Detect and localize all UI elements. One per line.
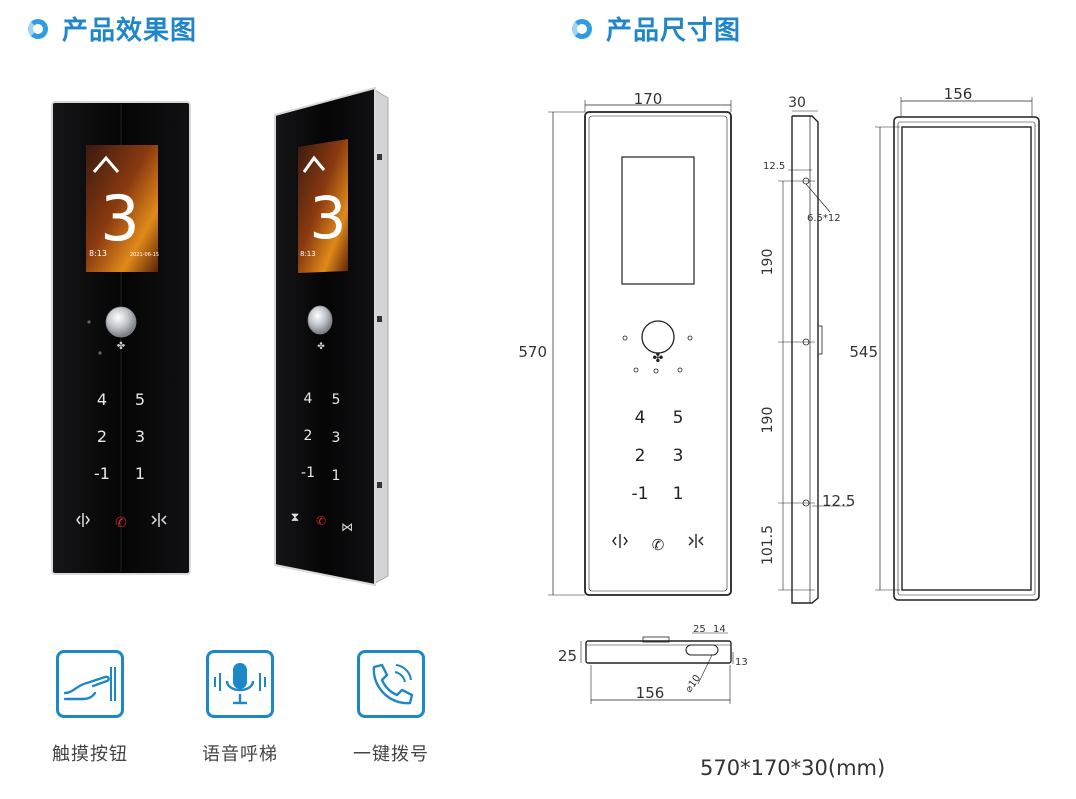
angled-call-knob-button[interactable] [307,305,333,335]
dim-back-width: 156 [944,85,973,103]
dimension-front-view [548,100,732,596]
call-knob-button[interactable] [105,306,137,338]
dim-side-upper-span: 190 [760,249,776,276]
dim-side-top-offset: 12.5 [763,161,785,172]
dim-side-bottom-span: 101.5 [760,525,776,565]
dim-back-height: 545 [849,343,878,361]
dimension-side-view [778,110,850,604]
voice-mic-icon [206,650,274,718]
door-open-icon[interactable] [76,513,90,527]
phone-call-icon[interactable]: ✆ [316,514,326,528]
front-panel-render: 3 8:13 2021-06-15 ✤ 4 5 2 3 -1 1 ✆ [51,101,191,575]
drawing-keypad-key: -1 [632,484,649,504]
feature-touch-button: 触摸按钮 [35,650,145,766]
feature-caption: 语音呼梯 [202,744,278,765]
keypad-key[interactable]: 3 [332,430,341,446]
dim-side-lower-span: 190 [760,407,776,434]
dim-side-depth: 30 [788,95,806,111]
feature-caption: 触摸按钮 [52,744,128,765]
keypad-key[interactable]: 4 [97,390,107,409]
feature-one-key-dial: 一键拨号 [336,650,446,766]
front-screen-time: 8:13 [89,249,107,258]
dim-bottom-width: 156 [636,684,665,702]
ring-bullet-icon [28,18,48,39]
drawing-keypad-key: 3 [673,446,684,466]
dim-side-hole-note: 6.5*12 [807,213,841,224]
feature-caption: 一键拨号 [353,744,429,765]
drawing-door-open-icon [612,534,628,548]
up-arrow-icon [302,155,326,173]
dim-bottom-w1: 25 [693,624,706,635]
door-open-icon[interactable]: ⧗ [291,510,299,524]
overall-size-note: 570*170*30(mm) [700,756,886,780]
drawing-keypad-key: 1 [673,484,684,504]
keypad-key[interactable]: 1 [332,468,341,484]
keypad-key[interactable]: 2 [304,428,313,444]
dim-bottom-w2: 14 [713,624,726,635]
door-close-icon[interactable] [151,513,167,527]
dim-front-width: 170 [634,90,663,108]
drawing-door-close-icon [688,534,704,548]
phone-call-icon[interactable]: ✆ [115,515,127,531]
keypad-key[interactable]: -1 [94,464,110,483]
left-title-text: 产品效果图 [62,16,198,46]
dimension-bottom-view [580,632,734,704]
dimension-back-view [875,97,1040,601]
dim-side-bottom-offset: 12.5 [822,492,855,510]
ring-bullet-icon [572,18,592,39]
dim-bottom-h: 13 [735,657,748,668]
accessibility-icon: ✤ [117,341,125,352]
keypad-key[interactable]: -1 [301,465,315,481]
accessibility-icon: ✤ [653,351,664,366]
left-section-title: 产品效果图 [28,10,197,47]
keypad-key[interactable]: 5 [332,392,341,408]
dim-bottom-diameter: ⌀10 [683,673,703,695]
keypad-key[interactable]: 3 [135,427,145,446]
feature-voice-call: 语音呼梯 [185,650,295,766]
right-section-title: 产品尺寸图 [572,10,741,47]
door-close-icon[interactable]: ⋈ [341,520,353,534]
dim-front-height: 570 [518,343,547,361]
right-title-text: 产品尺寸图 [606,16,742,46]
up-arrow-icon [92,155,120,173]
keypad-key[interactable]: 5 [135,390,145,409]
angled-panel-render: 3 8:13 ✤ 4 5 2 3 -1 1 ⧗ ✆ ⋈ [274,86,389,587]
touch-hand-icon [56,650,124,718]
drawing-phone-icon: ✆ [652,536,665,554]
angled-screen-time: 8:13 [300,250,316,258]
drawing-keypad-key: 5 [673,408,684,428]
front-floor-number: 3 [100,182,139,255]
drawing-keypad-key: 2 [635,446,646,466]
keypad-key[interactable]: 4 [304,391,313,407]
dim-bottom-depth: 25 [558,647,577,665]
angled-floor-number: 3 [310,184,347,252]
accessibility-icon: ✤ [317,342,325,352]
keypad-key[interactable]: 2 [97,427,107,446]
drawing-keypad-key: 4 [635,408,646,428]
phone-dial-icon [357,650,425,718]
keypad-key[interactable]: 1 [135,464,145,483]
front-screen-info: 2021-06-15 [130,252,159,258]
angled-display-screen [298,139,348,273]
